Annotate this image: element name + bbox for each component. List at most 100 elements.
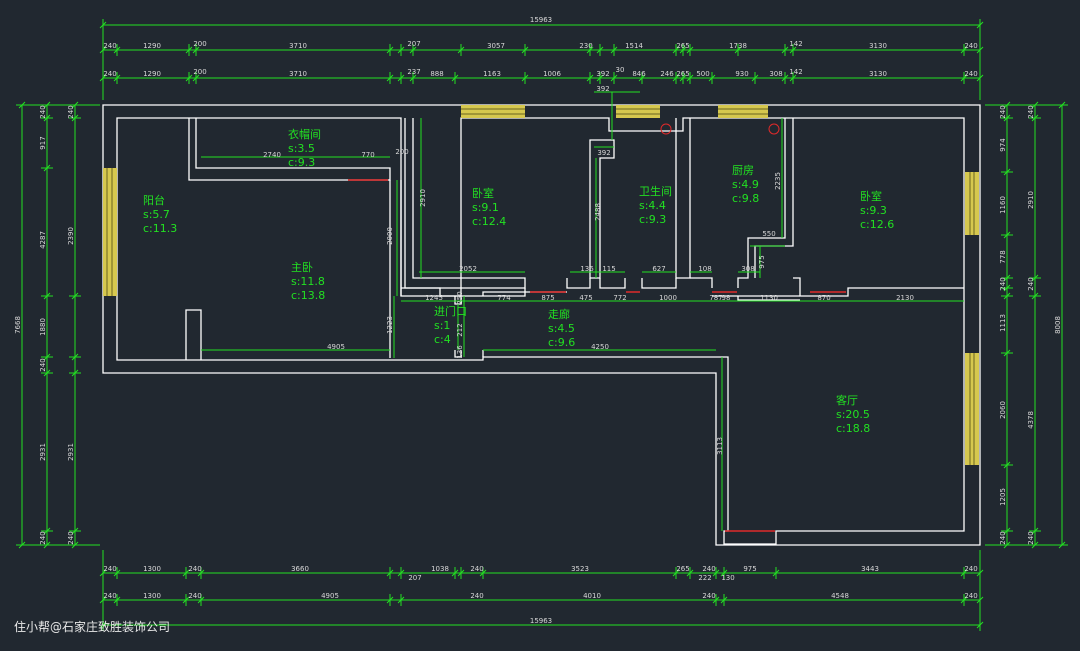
dim-label: 108 bbox=[698, 265, 711, 273]
dim-label: 2488 bbox=[594, 203, 602, 221]
dim-label: 917 bbox=[39, 136, 47, 149]
room-perimeter: c:18.8 bbox=[836, 422, 870, 435]
dim-label: 200 bbox=[193, 68, 206, 76]
room-perimeter: c:12.6 bbox=[860, 218, 894, 231]
dim-label: 2000 bbox=[386, 227, 394, 245]
dim-label: 240 bbox=[1027, 531, 1035, 544]
dim-label: 240 bbox=[39, 531, 47, 544]
room-area: s:9.3 bbox=[860, 204, 887, 217]
dim-label: 3710 bbox=[289, 42, 307, 50]
room-area: s:4.9 bbox=[732, 178, 759, 191]
dim-label: 240 bbox=[964, 42, 977, 50]
dim-label: 392 bbox=[596, 85, 609, 93]
room-perimeter: c:9.6 bbox=[548, 336, 575, 349]
dim-label: 1300 bbox=[143, 565, 161, 573]
room-perimeter: c:11.3 bbox=[143, 222, 177, 235]
dim-label: 2910 bbox=[1027, 191, 1035, 209]
window-bedroom-top bbox=[461, 105, 525, 118]
dim-label: 240 bbox=[103, 70, 116, 78]
window-balcony-left bbox=[103, 168, 117, 296]
dim-label: 240 bbox=[39, 358, 47, 371]
room-perimeter: c:9.8 bbox=[732, 192, 759, 205]
dim-label: 240 bbox=[103, 592, 116, 600]
walls bbox=[102, 104, 981, 546]
dim-label: 237 bbox=[407, 68, 420, 76]
dim-label: 550 bbox=[762, 230, 775, 238]
dim-label: 3710 bbox=[289, 70, 307, 78]
dim-label: 4378 bbox=[1027, 411, 1035, 429]
dim-label: 875 bbox=[541, 294, 554, 302]
dim-label: 98 bbox=[722, 294, 731, 302]
dim-label: 2052 bbox=[459, 265, 477, 273]
dim-label: 3130 bbox=[869, 42, 887, 50]
dim-right-total: 8008 bbox=[1054, 316, 1062, 334]
dim-label: 212 bbox=[456, 323, 464, 336]
dim-label: 240 bbox=[188, 565, 201, 573]
room-name: 主卧 bbox=[291, 261, 313, 274]
room-perimeter: c:13.8 bbox=[291, 289, 325, 302]
dim-label: 136 bbox=[580, 265, 594, 273]
dim-label: 3130 bbox=[869, 70, 887, 78]
dim-label: 2910 bbox=[419, 189, 427, 207]
dim-label: 240 bbox=[999, 531, 1007, 544]
dim-label: 2740 bbox=[263, 151, 281, 159]
dim-label: 240 bbox=[702, 565, 715, 573]
dim-label: 888 bbox=[430, 70, 443, 78]
dim-label: 240 bbox=[67, 105, 75, 118]
watermark: 住小帮@石家庄致胜装饰公司 bbox=[14, 619, 170, 634]
dim-label: 1738 bbox=[729, 42, 747, 50]
room-name: 客厅 bbox=[836, 393, 858, 407]
dim-label: 1245 bbox=[425, 294, 443, 302]
dim-label: 1205 bbox=[999, 488, 1007, 506]
room-area: s:11.8 bbox=[291, 275, 325, 288]
room-labels: 衣帽间 s:3.5 c:9.3 阳台 s:5.7 c:11.3 卧室 s:9.1… bbox=[143, 127, 894, 435]
dim-label: 230 bbox=[579, 42, 592, 50]
dim-label: 3660 bbox=[291, 565, 309, 573]
dim-label: 1160 bbox=[999, 196, 1007, 214]
dim-label: 240 bbox=[964, 565, 977, 573]
dim-label: 1514 bbox=[625, 42, 643, 50]
dimension-labels: 15963 240 1290 200 3710 207 3057 230 151… bbox=[14, 16, 1062, 625]
dim-label: 240 bbox=[67, 531, 75, 544]
dim-label: 2931 bbox=[39, 443, 47, 461]
room-name: 阳台 bbox=[143, 193, 165, 207]
dim-label: 778 bbox=[999, 250, 1007, 263]
room-perimeter: c:12.4 bbox=[472, 215, 506, 228]
dim-label: 4548 bbox=[831, 592, 849, 600]
room-area: s:5.7 bbox=[143, 208, 170, 221]
dim-label: 3443 bbox=[861, 565, 879, 573]
dim-label: 200 bbox=[395, 148, 408, 156]
dim-label: 240 bbox=[1027, 277, 1035, 290]
dim-bottom-total: 15963 bbox=[530, 617, 552, 625]
dim-label: 870 bbox=[817, 294, 830, 302]
dim-label: 308 bbox=[769, 70, 782, 78]
dim-label: 207 bbox=[408, 574, 421, 582]
dim-label: 846 bbox=[632, 70, 646, 78]
dim-label: 130 bbox=[721, 574, 734, 582]
room-name: 衣帽间 bbox=[288, 127, 321, 141]
dim-label: 774 bbox=[497, 294, 511, 302]
dim-label: 240 bbox=[103, 565, 116, 573]
dim-label: 392 bbox=[597, 149, 610, 157]
dim-label: 240 bbox=[702, 592, 715, 600]
room-perimeter: c:9.3 bbox=[639, 213, 666, 226]
dim-label: 142 bbox=[789, 68, 802, 76]
window-kitchen-top bbox=[718, 105, 768, 118]
room-name: 卧室 bbox=[472, 186, 494, 200]
dim-left-total: 7668 bbox=[14, 316, 22, 334]
dim-label: 240 bbox=[470, 565, 483, 573]
dim-label: 1290 bbox=[143, 42, 161, 50]
dim-label: 265 bbox=[676, 42, 689, 50]
dim-label: 1223 bbox=[386, 316, 394, 334]
dim-label: 770 bbox=[361, 151, 374, 159]
dim-label: 2060 bbox=[999, 401, 1007, 419]
dim-label: 2235 bbox=[774, 172, 782, 190]
dim-label: 246 bbox=[660, 70, 674, 78]
room-name: 厨房 bbox=[732, 164, 754, 177]
dim-label: 2130 bbox=[896, 294, 914, 302]
dim-label: 308 bbox=[741, 265, 754, 273]
dim-label: 240 bbox=[470, 592, 483, 600]
dim-label: 2931 bbox=[67, 443, 75, 461]
dim-label: 265 bbox=[676, 565, 689, 573]
